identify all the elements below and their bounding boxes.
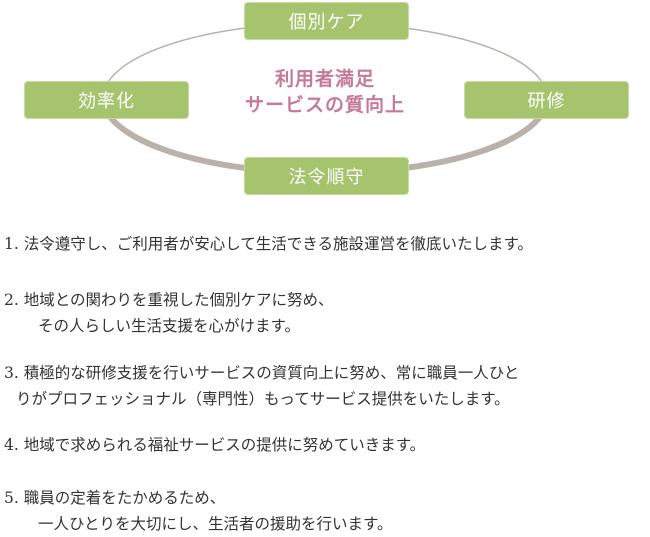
center-goal-line2: サービスの質向上 — [244, 94, 405, 116]
policy-item-1: 1. 法令遵守し、ご利用者が安心して生活できる施設運営を徹底いたします。 — [4, 231, 649, 257]
policy-item-2-line2: その人らしい生活支援を心がけます。 — [38, 317, 300, 335]
policy-item-2-line1: 2. 地域との関わりを重視した個別ケアに努め、 — [4, 291, 334, 309]
policy-item-4: 4. 地域で求められる福祉サービスの提供に努めていきます。 — [4, 432, 649, 458]
policy-item-3-line2: りがプロフェッショナル（専門性）もってサービス提供をいたします。 — [16, 390, 510, 408]
policy-item-2: 2. 地域との関わりを重視した個別ケアに努め、 その人らしい生活支援を心がけます… — [4, 287, 649, 339]
node-individual-care: 個別ケア — [244, 2, 409, 40]
policy-item-3-line1: 3. 積極的な研修支援を行いサービスの資質向上に努め、常に職員一人ひと — [4, 364, 520, 382]
policy-item-1-text: 1. 法令遵守し、ご利用者が安心して生活できる施設運営を徹底いたします。 — [4, 235, 533, 253]
center-goal: 利用者満足 サービスの質向上 — [200, 66, 450, 118]
center-goal-line1: 利用者満足 — [274, 68, 375, 90]
policy-item-5: 5. 職員の定着をたかめるため、 一人ひとりを大切にし、生活者の援助を行います。 — [4, 485, 649, 537]
policy-item-5-line2: 一人ひとりを大切にし、生活者の援助を行います。 — [38, 515, 393, 533]
policy-item-4-text: 4. 地域で求められる福祉サービスの提供に努めていきます。 — [4, 436, 426, 454]
policy-item-5-line1: 5. 職員の定着をたかめるため、 — [4, 489, 226, 507]
values-diagram: 個別ケア 効率化 研修 法令順守 利用者満足 サービスの質向上 — [0, 0, 650, 200]
node-efficiency: 効率化 — [24, 81, 189, 119]
policy-item-3: 3. 積極的な研修支援を行いサービスの資質向上に努め、常に職員一人ひと りがプロ… — [4, 360, 649, 412]
node-compliance: 法令順守 — [244, 157, 409, 195]
node-training: 研修 — [464, 81, 629, 119]
